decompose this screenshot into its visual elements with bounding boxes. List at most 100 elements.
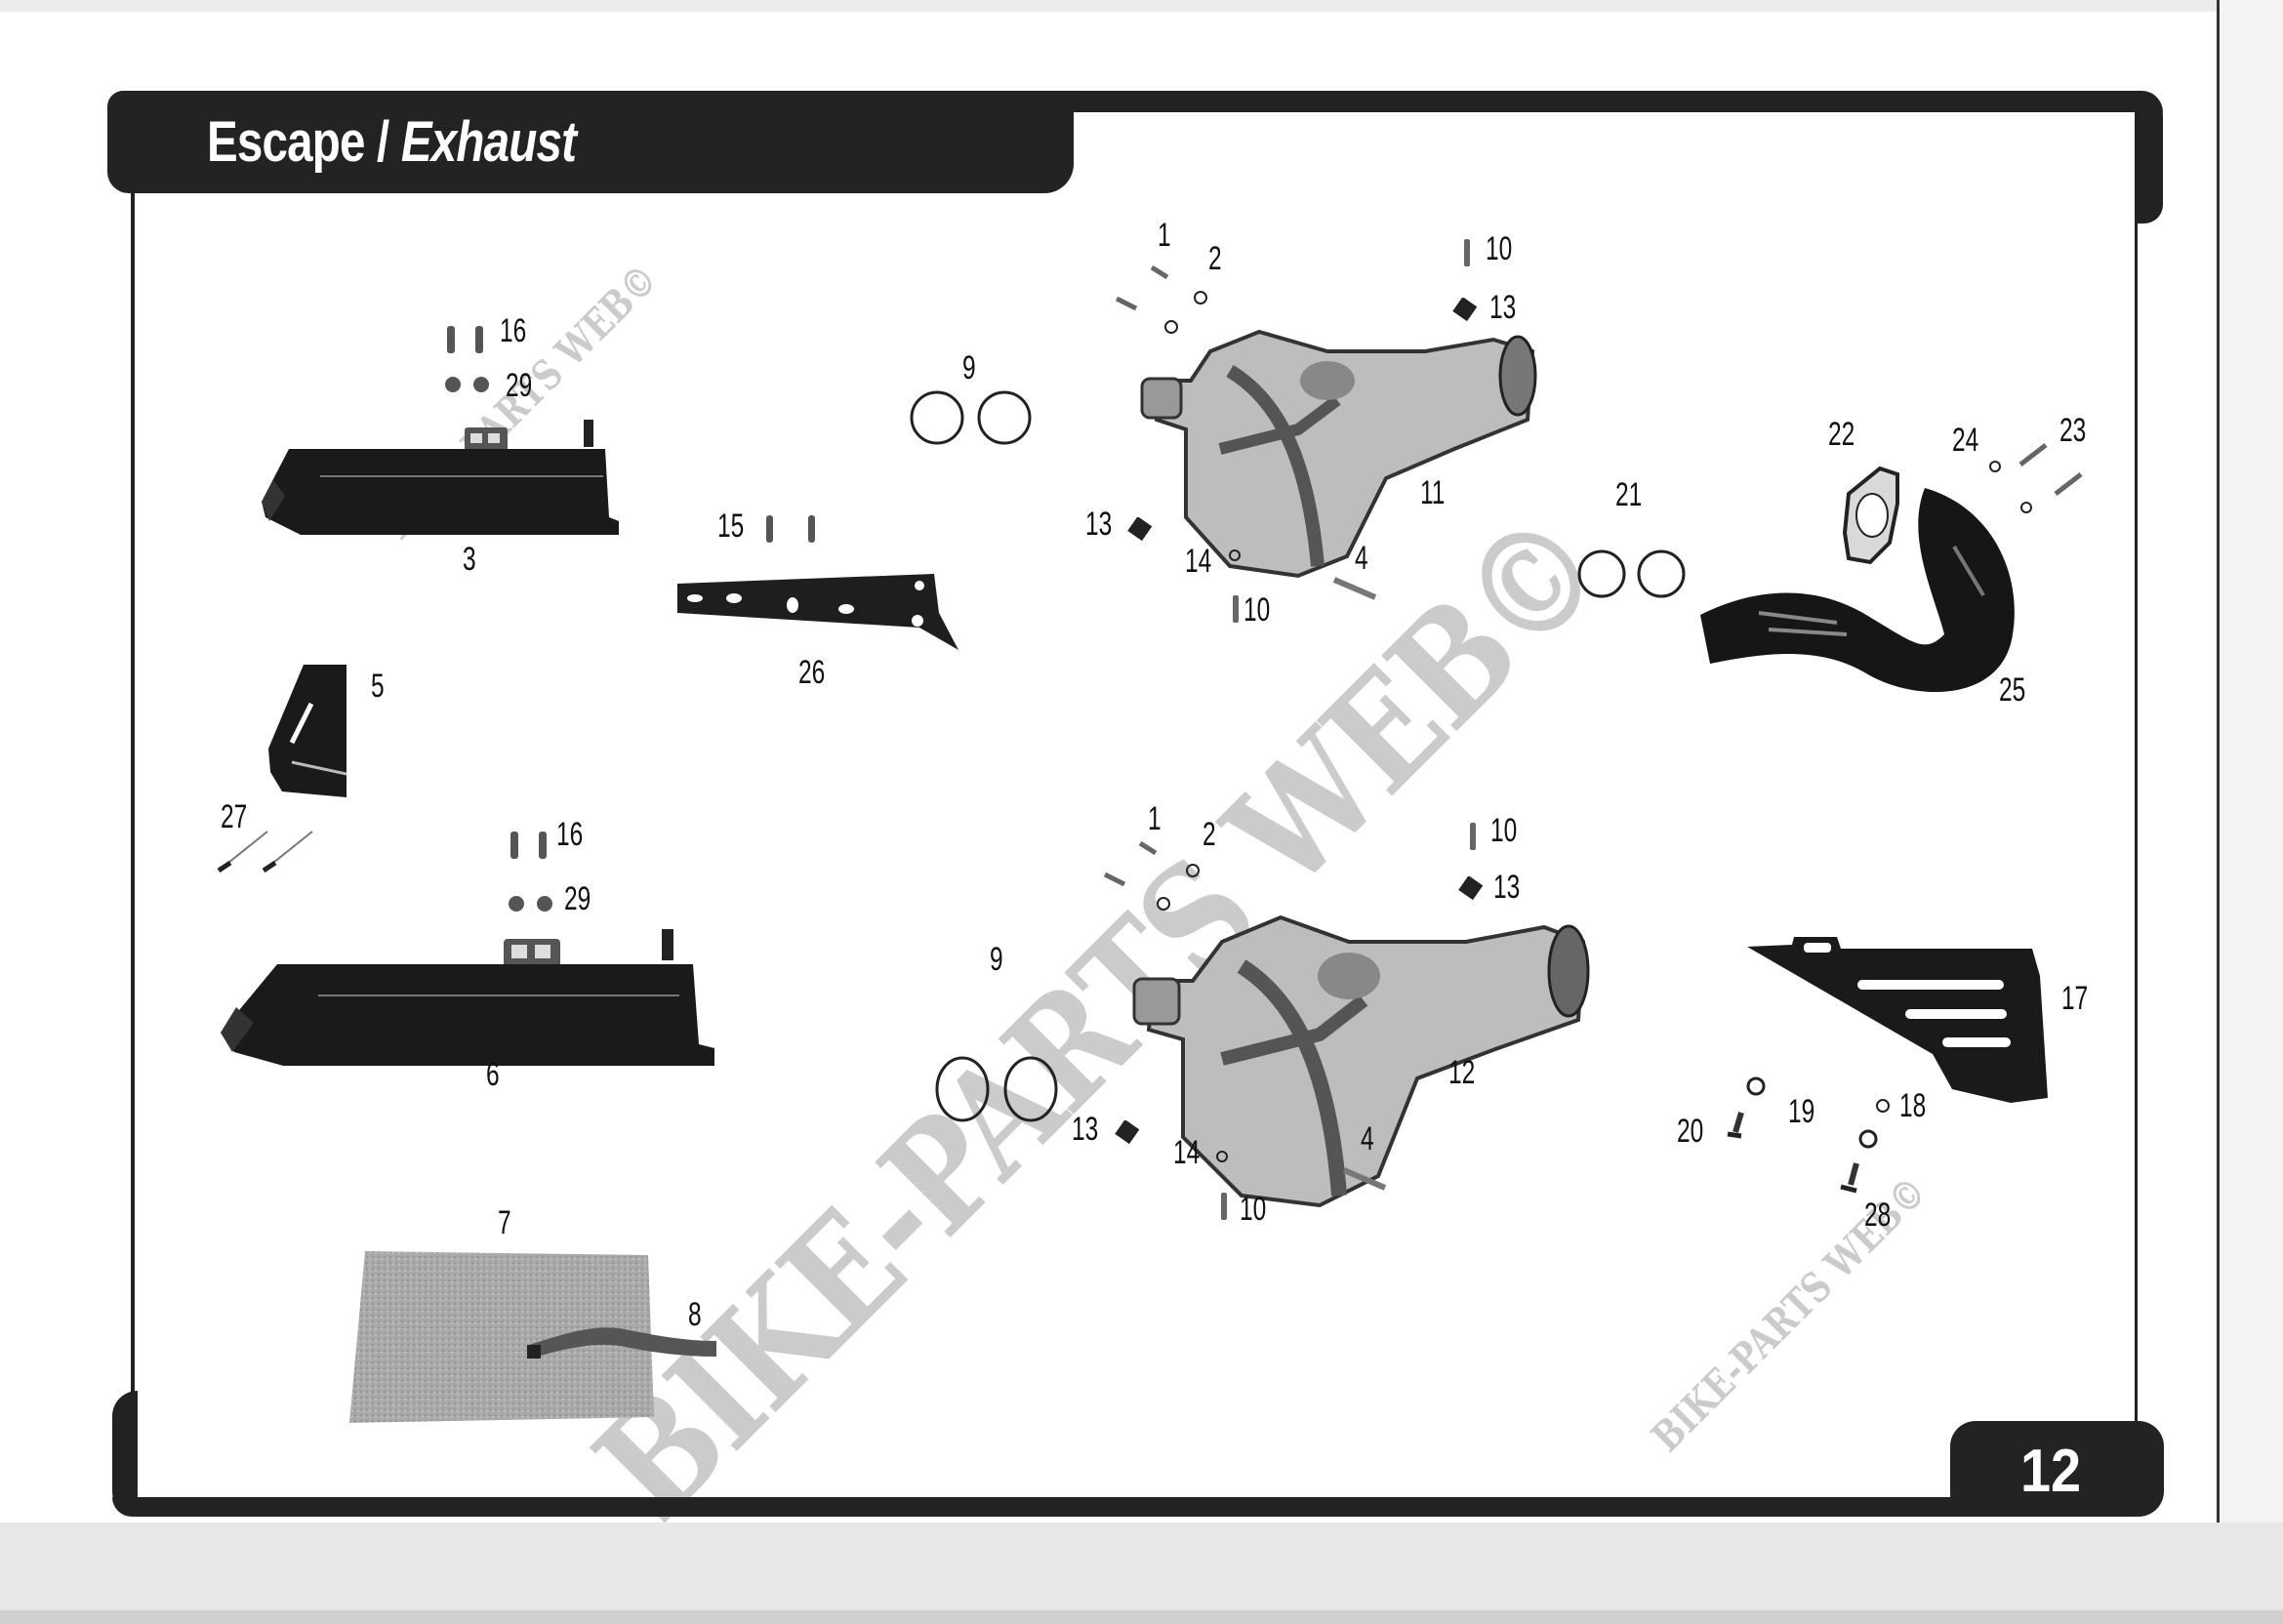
expansion-chamber-lower-image — [1132, 914, 1590, 1208]
frame-top-right-corner — [2138, 91, 2163, 223]
silencer-lower-image — [221, 929, 714, 1066]
pins-15-icon — [766, 515, 815, 543]
washers-2-upper-icon — [1164, 291, 1207, 334]
nuts-29-lower-icon — [509, 896, 552, 912]
callout-label-15: 15 — [717, 508, 745, 545]
gasket-22-icon — [1842, 466, 1899, 565]
bolts-1-lower-icon — [1103, 840, 1158, 887]
callout-label-9: 9 — [990, 941, 1003, 978]
callout-label-10: 10 — [1490, 812, 1518, 849]
washer-14-lower-icon — [1216, 1151, 1228, 1162]
frame-bottom-left-tab — [112, 1391, 138, 1517]
callout-label-27: 27 — [221, 798, 248, 835]
clip-13-lower-top-icon — [1458, 876, 1484, 901]
washer-28-icon — [1858, 1129, 1878, 1149]
callout-label-4: 4 — [1355, 540, 1368, 577]
o-rings-9-lower-icon — [935, 1056, 1058, 1122]
callout-label-2: 2 — [1203, 816, 1216, 853]
callout-label-5: 5 — [371, 668, 385, 705]
callout-label-1: 1 — [1148, 800, 1162, 837]
callout-label-11: 11 — [1420, 474, 1446, 511]
callout-label-28: 28 — [1864, 1197, 1892, 1234]
clip-13-lower-left-icon — [1115, 1120, 1140, 1145]
page-number: 12 — [2020, 1438, 2082, 1505]
callout-label-4: 4 — [1361, 1120, 1374, 1157]
header-tab — [107, 91, 1074, 193]
callout-label-18: 18 — [1899, 1087, 1927, 1124]
page-edge-line — [2217, 0, 2220, 1624]
rivets-27-icon — [217, 831, 313, 873]
washer-18-icon — [1876, 1099, 1890, 1113]
callout-label-7: 7 — [498, 1204, 511, 1241]
heat-shield-17-image — [1747, 937, 2048, 1103]
callout-label-12: 12 — [1448, 1054, 1476, 1091]
packing-mat-7-image — [349, 1251, 654, 1423]
callout-label-24: 24 — [1952, 422, 1979, 459]
nuts-29-upper-icon — [445, 377, 489, 392]
callout-label-13: 13 — [1489, 289, 1517, 326]
bolt-10-lower-top-icon — [1470, 823, 1476, 850]
bolts-16-lower-icon — [510, 832, 547, 859]
callout-label-6: 6 — [486, 1056, 500, 1093]
bolts-23-icon — [2018, 443, 2083, 496]
frame-inner-right-line — [2135, 112, 2138, 1425]
title-separator: / — [364, 110, 401, 174]
strap-8-image — [527, 1327, 716, 1359]
callout-label-10: 10 — [1243, 591, 1271, 629]
callout-label-22: 22 — [1828, 416, 1855, 453]
washer-14-upper-icon — [1229, 549, 1241, 561]
callout-label-25: 25 — [1999, 671, 2026, 709]
bolts-16-upper-icon — [447, 326, 483, 353]
callout-label-10: 10 — [1240, 1191, 1267, 1228]
bolt-10-lower-b-icon — [1221, 1193, 1227, 1220]
title-french: Escape — [207, 110, 365, 174]
callout-label-16: 16 — [500, 312, 527, 349]
callout-label-2: 2 — [1208, 240, 1222, 277]
page-bleed-right — [2220, 0, 2283, 1624]
bolt-4-upper-icon — [1332, 577, 1377, 600]
clip-13-upper-icon — [1452, 298, 1478, 322]
callout-label-17: 17 — [2061, 980, 2089, 1017]
scan-bottom-band — [0, 1522, 2283, 1610]
bolt-20-icon — [1727, 1112, 1744, 1139]
callout-label-16: 16 — [556, 816, 584, 853]
title-english: Exhaust — [400, 110, 577, 174]
callout-label-20: 20 — [1677, 1113, 1704, 1150]
clip-13-upper-left-icon — [1127, 517, 1153, 542]
washer-19-icon — [1746, 1076, 1766, 1096]
bolt-4-lower-icon — [1342, 1167, 1387, 1191]
callout-label-13: 13 — [1493, 869, 1521, 906]
expansion-chamber-upper-image — [1140, 329, 1537, 579]
callout-label-10: 10 — [1486, 230, 1513, 267]
bracket-26-image — [677, 574, 958, 650]
callout-label-14: 14 — [1185, 543, 1212, 580]
silencer-upper-image — [262, 420, 619, 535]
callout-label-8: 8 — [688, 1296, 702, 1333]
bolt-28-icon — [1840, 1162, 1859, 1194]
callout-label-3: 3 — [463, 541, 476, 578]
page-number-tab — [1950, 1421, 2164, 1517]
callout-label-21: 21 — [1615, 476, 1643, 513]
washers-24-icon — [1989, 461, 2032, 513]
o-rings-21-icon — [1577, 549, 1686, 598]
callout-label-1: 1 — [1158, 217, 1171, 254]
callout-label-13: 13 — [1072, 1111, 1099, 1148]
bolts-1-upper-icon — [1115, 264, 1169, 311]
tail-tip-5-image — [268, 665, 347, 797]
callout-label-9: 9 — [962, 349, 976, 386]
header-pipe-25-image — [1700, 488, 2015, 693]
scan-top-band — [0, 0, 2283, 12]
callout-label-19: 19 — [1788, 1093, 1815, 1130]
watermark-small-bottom: BIKE-PARTS WEB© — [1642, 1167, 1936, 1461]
scan-bottom-shadow — [0, 1610, 2283, 1624]
frame-bottom-bar — [112, 1497, 1967, 1517]
o-rings-9-upper-icon — [910, 390, 1032, 445]
page-title: Escape / Exhaust — [207, 109, 577, 175]
bolt-10-lower-a-icon — [1233, 595, 1239, 623]
callout-label-29: 29 — [506, 367, 533, 404]
frame-inner-left-line — [131, 185, 135, 1405]
callout-label-26: 26 — [798, 654, 826, 691]
callout-label-13: 13 — [1085, 506, 1113, 543]
bolt-10-upper-icon — [1464, 239, 1470, 266]
callout-label-29: 29 — [564, 880, 591, 917]
